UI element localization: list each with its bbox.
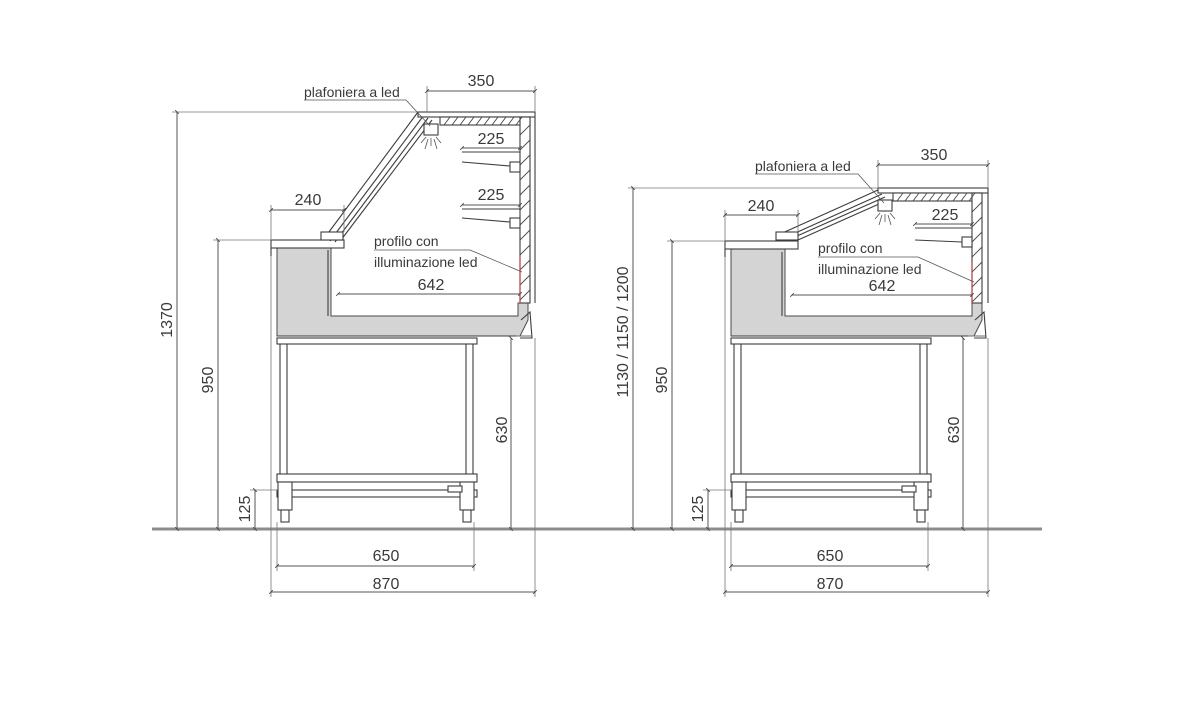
- right-base-width-label: 650: [817, 548, 844, 565]
- right-view: 1130 / 1150 / 1200 950 125 630 350 225: [615, 147, 991, 597]
- left-dim-shelf-upper: 225: [459, 131, 523, 151]
- left-base-frame: [276, 337, 478, 523]
- left-note-led-profile-line2: illuminazione led: [374, 254, 478, 270]
- left-dim-counter-height: 950: [200, 237, 271, 532]
- left-dim-foot-height: 125: [237, 487, 278, 532]
- left-dim-top-depth: 350: [424, 73, 538, 112]
- left-front-shelf-label: 240: [295, 192, 322, 209]
- right-top-depth-label: 350: [921, 147, 948, 164]
- left-base-height-label: 630: [494, 417, 511, 444]
- right-led-lamp-icon: [874, 199, 896, 226]
- right-dim-base-height: 630: [946, 335, 986, 532]
- left-note-led-profile-line1: profilo con: [374, 233, 439, 249]
- left-counter-height-label: 950: [200, 367, 217, 394]
- right-counter-height-label: 950: [654, 367, 671, 394]
- left-dim-well-depth: 642: [335, 277, 523, 297]
- right-note-led-ceiling-label: plafoniera a led: [755, 158, 851, 174]
- right-note-led-profile-line2: illuminazione led: [818, 261, 922, 277]
- left-note-led-ceiling: plafoniera a led: [304, 84, 431, 127]
- right-dim-foot-height: 125: [690, 487, 732, 532]
- left-total-height-label: 1370: [159, 302, 176, 338]
- right-note-led-profile-line1: profilo con: [818, 240, 883, 256]
- left-shelf-upper-label: 225: [478, 131, 505, 148]
- right-dim-shelf: 225: [912, 207, 975, 227]
- left-note-led-ceiling-label: plafoniera a led: [304, 84, 400, 100]
- right-dim-base-width: 650: [728, 522, 931, 571]
- left-dim-total-width: 870: [268, 256, 538, 597]
- left-total-width-label: 870: [373, 576, 400, 593]
- right-front-shelf-label: 240: [748, 198, 775, 215]
- left-top-depth-label: 350: [468, 73, 495, 90]
- left-glass: [320, 111, 433, 243]
- left-note-led-profile: profilo con illuminazione led: [374, 233, 523, 273]
- left-well-depth-label: 642: [418, 277, 445, 294]
- left-base-width-label: 650: [373, 548, 400, 565]
- right-shelves: [914, 223, 973, 248]
- left-dim-base-width: 650: [274, 522, 477, 571]
- right-note-led-ceiling: plafoniera a led: [755, 158, 885, 204]
- right-dim-total-height: 1130 / 1150 / 1200: [615, 185, 878, 532]
- left-dim-front-shelf: 240: [268, 192, 347, 240]
- right-canopy: [877, 187, 989, 304]
- right-well-depth-label: 642: [869, 278, 896, 295]
- right-dim-counter-height: 950: [654, 238, 725, 532]
- left-dim-base-height: 630: [494, 335, 532, 532]
- right-base-frame: [730, 337, 932, 523]
- right-total-width-label: 870: [817, 576, 844, 593]
- left-led-lamp-icon: [420, 123, 442, 150]
- right-dim-total-width: 870: [722, 257, 991, 597]
- left-canopy: [417, 111, 536, 304]
- right-base-height-label: 630: [946, 417, 963, 444]
- left-dim-shelf-lower: 225: [459, 187, 523, 208]
- right-foot-height-label: 125: [690, 496, 707, 523]
- right-dim-well-depth: 642: [789, 278, 975, 298]
- right-total-height-label: 1130 / 1150 / 1200: [615, 266, 632, 397]
- left-shelf-lower-label: 225: [478, 187, 505, 204]
- left-foot-height-label: 125: [237, 496, 254, 523]
- right-dim-front-shelf: 240: [722, 198, 801, 241]
- left-view: 1370 950 125 630 350 225: [159, 73, 538, 597]
- right-front-shelf: [724, 240, 799, 250]
- left-dim-total-height: 1370: [159, 109, 418, 532]
- right-glass: [775, 189, 889, 241]
- right-note-led-profile: profilo con illuminazione led: [818, 240, 975, 283]
- right-shelf-label: 225: [932, 207, 959, 224]
- right-dim-top-depth: 350: [875, 147, 991, 188]
- left-front-shelf: [270, 239, 345, 249]
